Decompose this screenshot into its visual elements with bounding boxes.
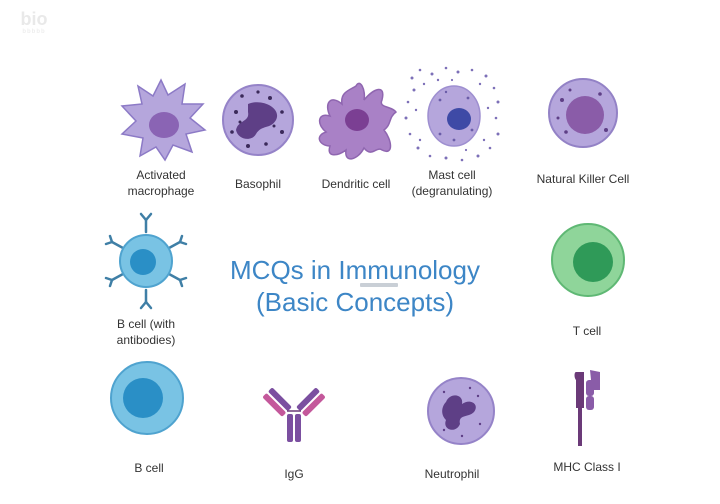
label-b-cell: B cell <box>134 461 164 475</box>
watermark-bar <box>360 283 398 287</box>
site-logo-subtext: bbbbb <box>22 29 46 35</box>
title-line-2: (Basic Concepts) <box>256 287 454 317</box>
label-basophil: Basophil <box>234 177 282 191</box>
site-logo: bio bbbbb <box>14 10 54 40</box>
label-t-cell: T cell <box>572 324 602 338</box>
b-cell-icon <box>110 361 184 435</box>
label-igg: IgG <box>284 467 304 481</box>
mhc-class-1-icon <box>574 370 600 446</box>
title-line-1: MCQs in Immunology <box>230 255 480 285</box>
igg-icon <box>263 388 325 442</box>
label-dendritic-cell: Dendritic cell <box>321 177 391 191</box>
label-nk-cell: Natural Killer Cell <box>536 172 630 186</box>
basophil-icon <box>222 84 294 156</box>
label-mhc-class-1: MHC Class I <box>553 460 621 474</box>
mast-cell-icon <box>404 66 500 162</box>
label-neutrophil: Neutrophil <box>424 467 480 481</box>
t-cell-icon <box>551 223 625 297</box>
label-activated-macrophage: Activated macrophage <box>127 168 195 198</box>
neutrophil-icon <box>427 377 495 445</box>
label-mast-cell: Mast cell (degranulating) <box>411 168 493 198</box>
page-title: MCQs in Immunology (Basic Concepts) <box>180 254 530 318</box>
label-b-cell-with-antibodies: B cell (with antibodies) <box>116 317 176 347</box>
activated-macrophage-icon <box>120 78 207 162</box>
nk-cell-icon <box>548 78 618 148</box>
dendritic-cell-icon <box>318 82 398 160</box>
b-cell-with-antibodies-icon <box>104 212 188 310</box>
